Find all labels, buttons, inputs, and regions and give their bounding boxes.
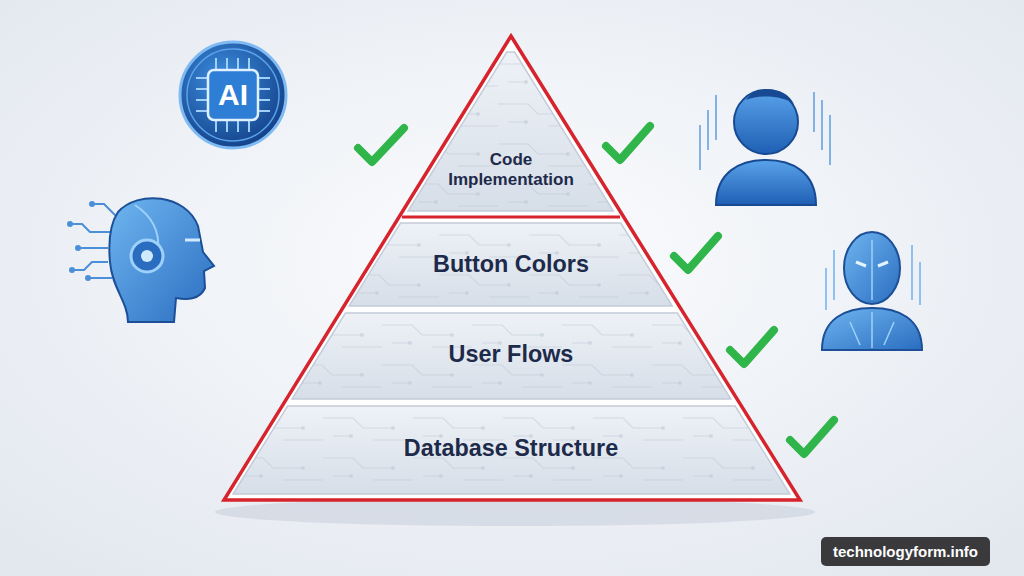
tier-label: Code Implementation <box>446 150 576 191</box>
pyramid-tier: Button Colors <box>349 223 672 306</box>
watermark: technologyform.info <box>821 537 990 566</box>
pyramid-tier: Database Structure <box>233 406 790 494</box>
tier-label: Button Colors <box>349 250 672 278</box>
pyramid-tier: User Flows <box>292 313 731 399</box>
badge-label: AI <box>178 77 288 113</box>
pyramid-tier: Code Implementation <box>408 52 613 211</box>
ai-badge: AI <box>178 40 288 150</box>
tier-label: Database Structure <box>233 434 790 462</box>
robot-figure-icon <box>822 232 922 350</box>
person-icon <box>700 89 830 205</box>
tier-label: User Flows <box>292 340 731 368</box>
robot-head-icon <box>67 198 214 322</box>
